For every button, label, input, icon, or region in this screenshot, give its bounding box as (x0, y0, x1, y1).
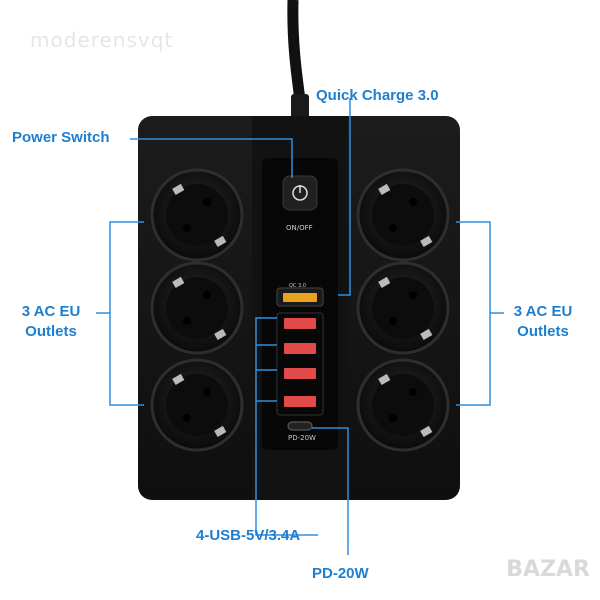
usb-port-1 (284, 318, 316, 329)
left-outlets-label-line1: 3 AC EU (21, 303, 81, 320)
right-socket-1 (356, 168, 450, 262)
qc-port-caption: QC 3.0 (289, 283, 306, 289)
usb-port-2 (284, 343, 316, 354)
left-socket-3 (150, 358, 244, 452)
pd-label: PD-20W (312, 565, 369, 582)
left-socket-1 (150, 168, 244, 262)
pd-port-caption: PD-20W (288, 434, 316, 442)
right-socket-3 (356, 358, 450, 452)
usb-qc-port (283, 293, 317, 302)
left-socket-2 (150, 261, 244, 355)
left-outlets-label-line2: Outlets (25, 323, 77, 340)
right-outlets-label: 3 AC EU Outlets (502, 302, 584, 342)
usb-label: 4-USB-5V/3.4A (196, 527, 301, 544)
usb-c-port (287, 421, 313, 431)
usb-port-4 (284, 396, 316, 407)
usb-port-3 (284, 368, 316, 379)
right-outlets-label-line2: Outlets (517, 323, 569, 340)
switch-caption: ON/OFF (286, 224, 313, 232)
right-outlets-label-line1: 3 AC EU (513, 303, 573, 320)
power-switch-label: Power Switch (12, 129, 110, 146)
brand-watermark: BAZAR (506, 557, 590, 582)
right-socket-2 (356, 261, 450, 355)
cable-strain-relief (291, 94, 309, 120)
watermark-text: moderensvqt (30, 28, 174, 52)
left-outlets-label: 3 AC EU Outlets (10, 302, 92, 342)
callout-lines (96, 98, 504, 555)
quick-charge-label: Quick Charge 3.0 (316, 87, 439, 104)
